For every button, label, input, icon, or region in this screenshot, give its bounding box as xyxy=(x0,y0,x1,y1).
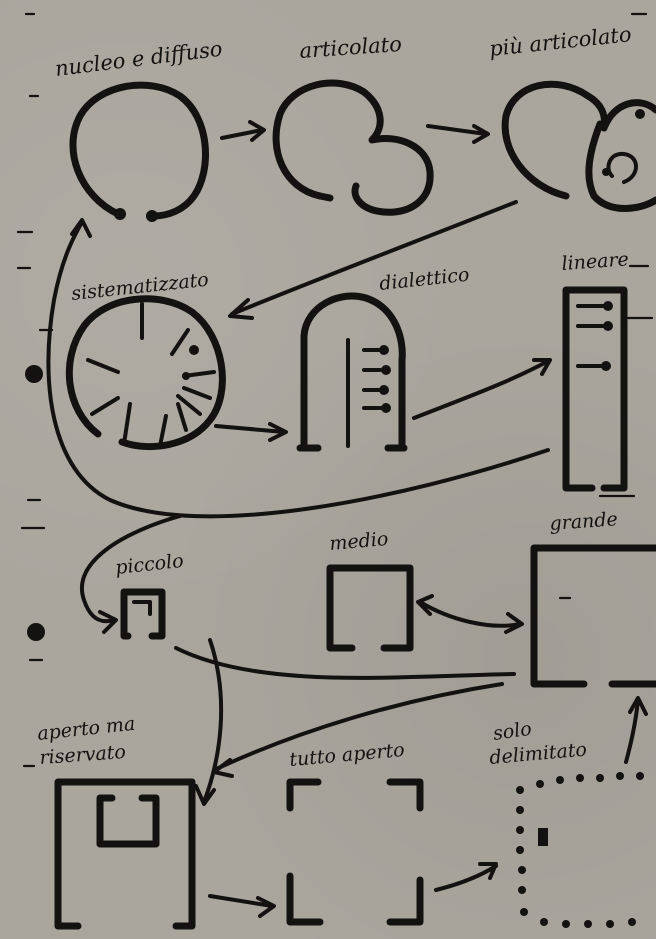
arrow-piccolo-to-grande xyxy=(176,648,514,678)
shape-grande xyxy=(534,548,656,684)
arrow-solo-to-grande xyxy=(626,698,646,762)
shape-articolato xyxy=(276,83,430,212)
label-solo: solo xyxy=(492,718,533,745)
shape-lineare xyxy=(566,290,624,488)
shape-medio xyxy=(330,568,410,648)
arrow-piccolo-to-aperto xyxy=(196,640,221,804)
arrow-medio-grande xyxy=(418,596,522,632)
margin-dot-2 xyxy=(27,623,45,641)
arrow-articolato-to-piu xyxy=(428,126,488,142)
shape-sistematizzato xyxy=(69,299,222,447)
arrow-aperto-to-tutto xyxy=(210,896,274,916)
shape-tutto-aperto xyxy=(290,782,420,922)
label-piccolo: piccolo xyxy=(114,550,184,579)
shape-dialettico xyxy=(300,296,404,448)
label-articolato: articolato xyxy=(299,32,403,63)
arrow-tutto-to-solo xyxy=(436,864,496,890)
shape-nucleo-diffuso xyxy=(73,85,206,222)
label-piu-articolato: più articolato xyxy=(488,22,633,61)
shape-piccolo xyxy=(124,592,162,636)
margin-dot-1 xyxy=(25,365,43,383)
label-medio: medio xyxy=(329,528,390,555)
label-lineare: lineare xyxy=(561,248,630,275)
shape-aperto-riservato xyxy=(58,782,192,926)
label-aperto-2: riservato xyxy=(39,741,127,769)
margin-marks xyxy=(18,14,652,766)
label-tutto-aperto: tutto aperto xyxy=(289,739,406,771)
label-nucleo-diffuso: nucleo e diffuso xyxy=(54,37,224,81)
arrow-nucleo-to-articolato xyxy=(222,122,264,140)
arrow-dialettico-to-lineare xyxy=(414,360,550,418)
shape-solo-delimitato xyxy=(516,772,644,928)
shape-piu-articolato xyxy=(505,84,656,208)
label-aperto-1: aperto ma xyxy=(36,713,136,745)
label-grande: grande xyxy=(549,508,619,535)
arrow-lineare-to-nucleo xyxy=(48,220,548,516)
arrow-sistematizzato-to-dialettico xyxy=(216,424,286,440)
label-dialettico: dialettico xyxy=(378,264,470,295)
